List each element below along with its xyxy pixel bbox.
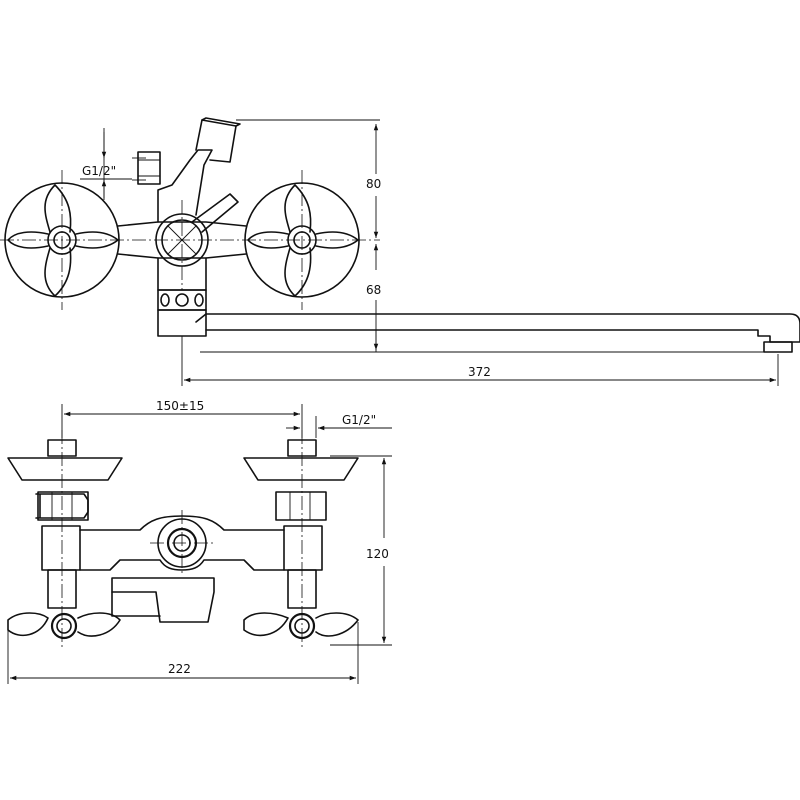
thread-dimension-top: G1/2"	[80, 128, 146, 200]
thread-label-top: G1/2"	[82, 164, 116, 178]
drop-dimension-68: 68	[200, 243, 790, 353]
thread-dimension-bottom: G1/2"	[286, 413, 392, 438]
spout	[195, 313, 800, 353]
body-height-dimension: 120	[330, 455, 392, 646]
height-dimension-80: 80	[236, 119, 381, 239]
front-view: G1/2" 80 68 372	[0, 117, 800, 386]
shower-connector	[137, 117, 241, 223]
center-distance-dimension: 150±15	[61, 399, 303, 438]
overall-width-label: 222	[168, 662, 191, 676]
plan-mixer-body	[79, 515, 285, 623]
spout-dimension-372: 372	[181, 336, 779, 386]
left-valve	[7, 439, 123, 640]
height-label-80: 80	[366, 177, 381, 191]
plan-view: 150±15 G1/2" 120 222	[7, 399, 392, 684]
spout-label-372: 372	[468, 365, 491, 379]
center-distance-label: 150±15	[156, 399, 204, 413]
right-valve	[243, 439, 359, 640]
thread-label-bottom: G1/2"	[342, 413, 376, 427]
overall-width-dimension: 222	[7, 622, 359, 684]
drop-label-68: 68	[366, 283, 381, 297]
body-height-label: 120	[366, 547, 389, 561]
